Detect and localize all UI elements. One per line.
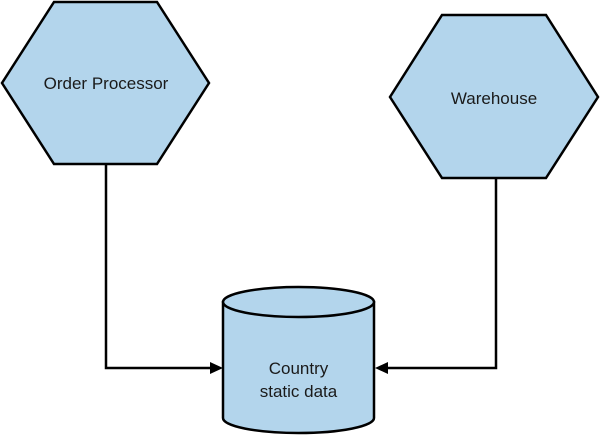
edge-line [386, 178, 498, 370]
node-country-static-data[interactable]: Country static data [221, 285, 376, 435]
node-warehouse[interactable]: Warehouse [388, 13, 600, 180]
cylinder-top [221, 285, 376, 319]
node-label-line-2: static data [260, 382, 338, 401]
node-label: Order Processor [44, 74, 169, 93]
arrowhead-icon [375, 362, 388, 374]
node-label: Warehouse [451, 89, 537, 108]
node-order-processor[interactable]: Order Processor [0, 0, 211, 166]
edge-warehouse-to-country-data [375, 178, 498, 374]
node-label-line-1: Country [269, 359, 329, 378]
edge-line [104, 164, 212, 370]
hexagon-shape [388, 13, 600, 180]
cylinder-body [221, 300, 376, 435]
edge-order-processor-to-country-data [104, 164, 223, 374]
arrowhead-icon [210, 362, 223, 374]
hexagon-shape [0, 0, 211, 166]
